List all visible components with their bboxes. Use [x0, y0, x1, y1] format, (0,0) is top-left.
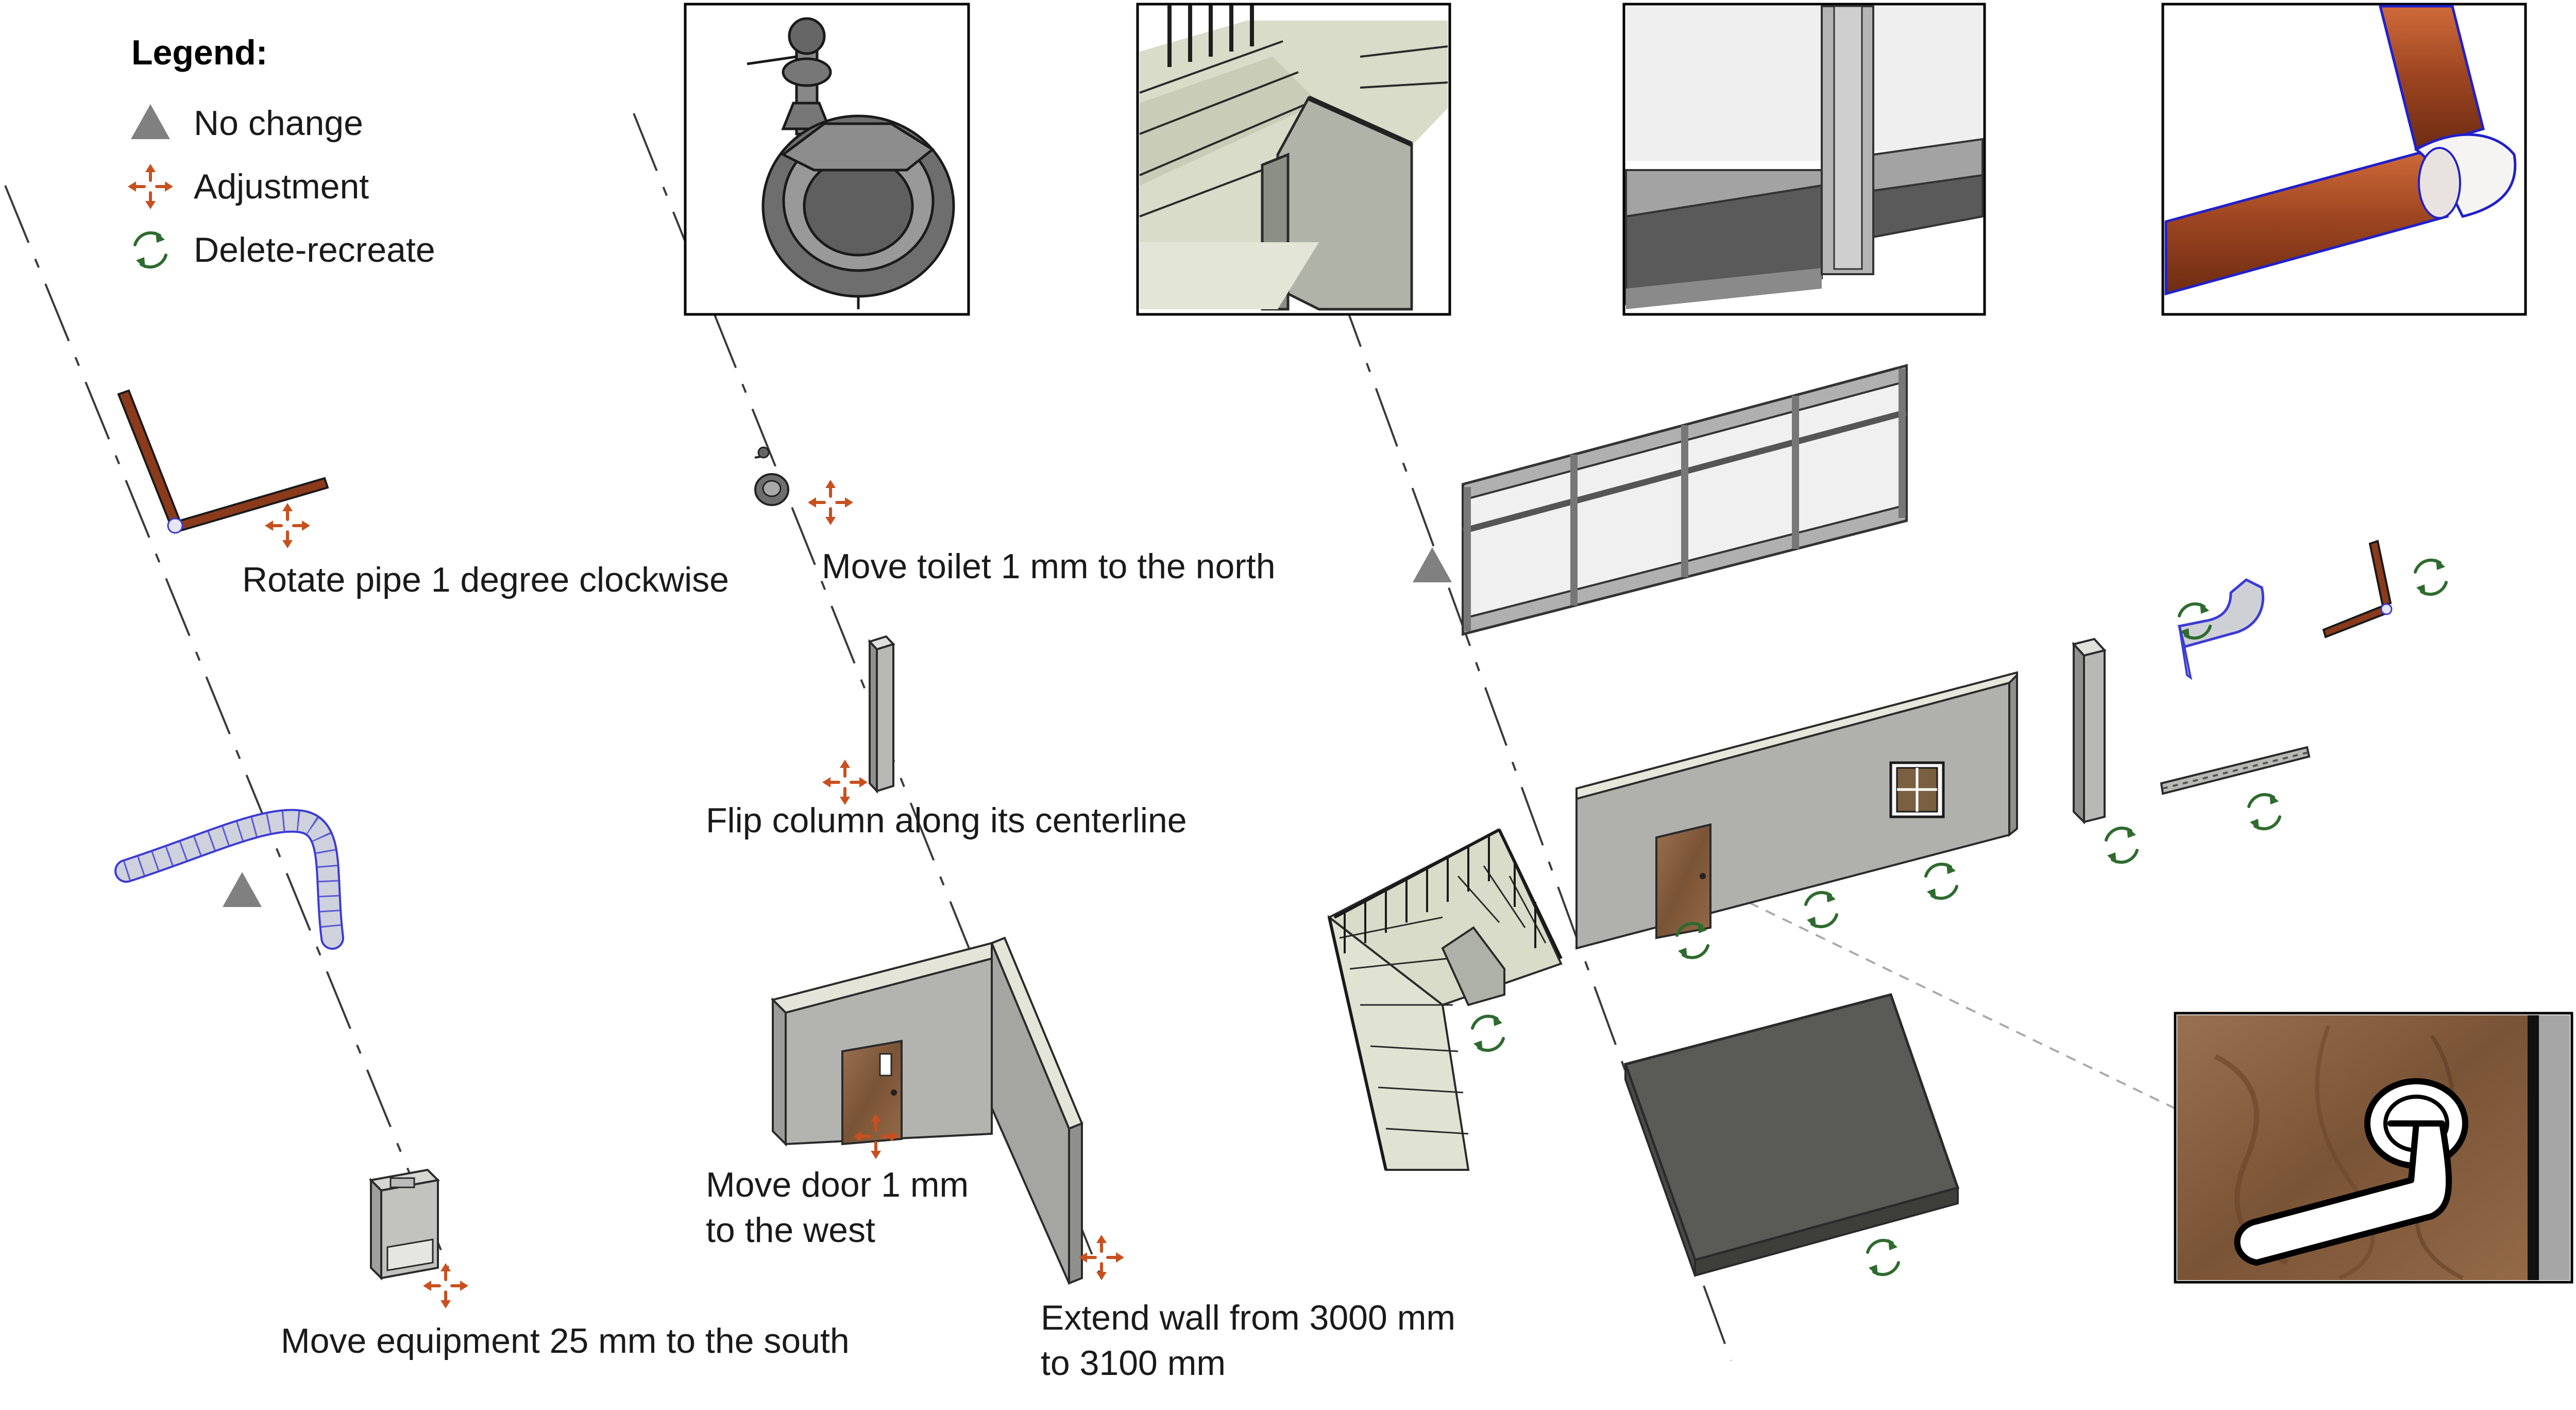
triangle-icon [131, 104, 170, 139]
column-object [868, 635, 895, 794]
cycle-arrows-icon [135, 231, 166, 268]
triangle-icon [223, 872, 262, 907]
inset-pipe-elbow [2161, 3, 2527, 316]
legend-adjustment-label: Adjustment [194, 167, 369, 206]
pipe-object-rotate [117, 389, 329, 534]
move-arrows-icon [808, 480, 853, 525]
cycle-arrows-icon [1868, 1239, 1899, 1276]
label-move-door-line2: to the west [706, 1211, 875, 1250]
corner-wall-object [771, 936, 1083, 1285]
inset-door-handle [2174, 1012, 2573, 1284]
legend-delete-recreate-label: Delete-recreate [194, 230, 435, 270]
toilet-object [754, 446, 789, 506]
inset-stair [1136, 3, 1451, 316]
legend-no-change-label: No change [194, 104, 363, 143]
pipe-elbow-object-right [2322, 540, 2393, 639]
legend: Legend: No change Adjustment Delete-recr… [128, 33, 435, 270]
equipment-object [368, 1168, 440, 1281]
inset-curtain-wall [1622, 3, 1986, 316]
column-object-right [2072, 637, 2107, 825]
legend-title: Legend: [131, 33, 267, 72]
floor-slab-object [1623, 993, 1960, 1277]
label-extend-wall-line2: to 3100 mm [1041, 1344, 1226, 1383]
move-arrows-icon [128, 164, 173, 209]
stair-object [1327, 828, 1563, 1171]
triangle-icon [1413, 547, 1452, 582]
move-arrows-icon [265, 503, 310, 548]
label-move-equipment: Move equipment 25 mm to the south [281, 1321, 850, 1361]
label-move-toilet: Move toilet 1 mm to the north [822, 547, 1276, 586]
curtain-wall-object [1462, 364, 1908, 636]
cycle-arrows-icon [2415, 559, 2446, 596]
inset-toilet [684, 3, 970, 316]
wall-with-door-window-object [1575, 671, 2018, 950]
cable-tray-object [2160, 746, 2311, 795]
label-extend-wall-line1: Extend wall from 3000 mm [1041, 1298, 1455, 1337]
cycle-arrows-icon [1806, 891, 1837, 928]
label-move-door-line1: Move door 1 mm [706, 1165, 969, 1204]
cycle-arrows-icon [1926, 863, 1957, 900]
dash-line-1 [4, 185, 449, 1268]
label-flip-column: Flip column along its centerline [706, 801, 1187, 840]
cycle-arrows-icon [2106, 827, 2137, 864]
move-arrows-icon [822, 760, 868, 805]
flex-duct-object [114, 809, 344, 950]
cycle-arrows-icon [1472, 1015, 1503, 1052]
dash-line-3 [1338, 288, 1732, 1361]
cycle-arrows-icon [2249, 793, 2280, 830]
move-arrows-icon [1079, 1235, 1124, 1280]
label-rotate-pipe: Rotate pipe 1 degree clockwise [242, 560, 729, 599]
duct-elbow-object [2177, 578, 2264, 680]
